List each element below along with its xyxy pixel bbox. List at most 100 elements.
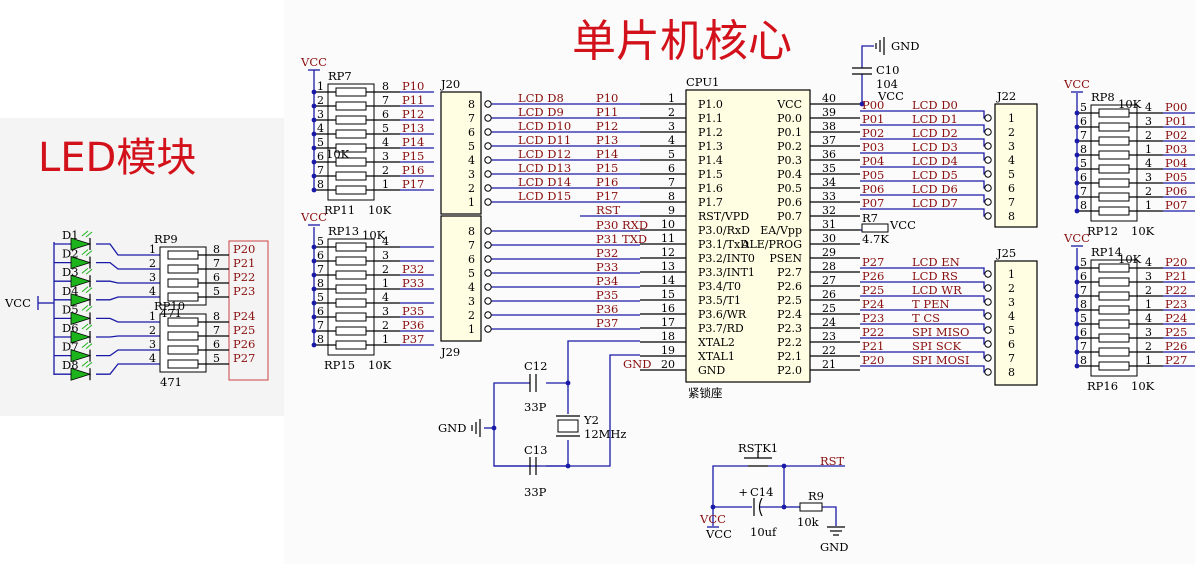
cpu-pin-name-18: XTAL2 — [698, 336, 735, 349]
j29-pin-7: 7 — [468, 239, 475, 252]
rp8-lpin-5: 6 — [1080, 171, 1087, 184]
rp8-lpin-7: 8 — [1080, 199, 1087, 212]
rp7-resistor-1 — [335, 101, 367, 111]
rp10-resistor-1 — [167, 331, 199, 341]
p0-net-label-0: P00 — [862, 98, 884, 112]
j29-pin-ring-2 — [484, 311, 492, 319]
rp13-net-2: P32 — [402, 262, 424, 276]
r7-vcc-label: VCC — [889, 218, 916, 232]
led-ray-a-0 — [81, 230, 89, 237]
reset-junction-c — [781, 504, 787, 510]
rp13-junction-0 — [311, 244, 317, 250]
p3-net-label-3: P33 — [596, 260, 618, 274]
j25-net-label-5: SPI MISO — [912, 325, 969, 339]
rp14-lpin-7: 8 — [1080, 354, 1087, 367]
cpu-pin-name-1: P1.0 — [698, 98, 723, 111]
rp7-rpin-2: 6 — [382, 108, 389, 121]
rp8-resistor-5 — [1098, 178, 1130, 188]
c10-ref: C10 — [876, 63, 899, 77]
cpu-pin-num-14: 14 — [661, 274, 675, 287]
rp10-lpin-3: 4 — [149, 352, 156, 365]
cpu-pin-num-38: 38 — [822, 120, 836, 133]
cpu-pin-name-34: P0.5 — [777, 182, 802, 195]
j20-net-label-1: LCD D9 — [518, 105, 564, 119]
rp9-net-2: P22 — [233, 270, 255, 284]
cpu-pin-num-37: 37 — [822, 134, 836, 147]
j22-pin-6: 6 — [1008, 182, 1015, 195]
cpu-pin-name-36: P0.3 — [777, 154, 802, 167]
rp10-net-3: P27 — [233, 351, 255, 365]
rp8-resistor-7 — [1098, 206, 1130, 216]
j25-pin-8: 8 — [1008, 366, 1015, 379]
p1-net-label-3: P13 — [596, 133, 618, 147]
cpu-pin-num-30: 30 — [822, 232, 836, 245]
j25-pin-ring-3 — [984, 298, 992, 306]
rp9-rpin-3: 5 — [213, 285, 220, 298]
rp9-rpin-2: 6 — [213, 271, 220, 284]
cpu-pin-num-20: 20 — [661, 358, 675, 371]
rp10-led-wire-3 — [96, 363, 168, 375]
rp7-lpin-0: 1 — [317, 80, 324, 93]
rp10-led-wire-2 — [96, 349, 168, 357]
led-ray-a-4 — [81, 305, 89, 311]
cpu-pin-num-8: 8 — [668, 190, 675, 203]
j20-body — [440, 91, 482, 215]
cpu-pin-num-6: 6 — [668, 162, 675, 175]
r9-right-wire — [822, 506, 837, 526]
rp7-rpin-6: 2 — [382, 164, 389, 177]
reset-junction-b — [781, 463, 787, 469]
p3-net-label-2: P32 — [596, 246, 618, 260]
j20-pin-3: 3 — [468, 168, 475, 181]
cpu-pin-num-16: 16 — [661, 302, 675, 315]
rp8-junction-2 — [1074, 138, 1080, 144]
rp13-resistor-2 — [335, 270, 367, 280]
cpu-pin-name-13: P3.3/INT1 — [698, 266, 755, 279]
cpu-pin-name-5: P1.4 — [698, 154, 723, 167]
rp13-net-6: P36 — [402, 318, 424, 332]
led-ray-b-6 — [85, 343, 93, 349]
j22-ref: J22 — [996, 89, 1016, 103]
j22-pin-ring-3 — [984, 142, 992, 150]
led-ray-a-7 — [81, 360, 89, 367]
cpu-pin-num-22: 22 — [822, 344, 836, 357]
c14-plate-b — [758, 497, 763, 517]
cpu-pin-num-7: 7 — [668, 176, 675, 189]
rp8-rpin-7: 1 — [1145, 199, 1152, 212]
rp7-junction-3 — [311, 131, 317, 137]
rp14-lpin-0: 5 — [1080, 256, 1087, 269]
rp13-rpin-4: 4 — [382, 291, 389, 304]
rp13-rpin-7: 1 — [382, 333, 389, 346]
reset-junction-a — [710, 504, 716, 510]
rp10-rpin-2: 6 — [213, 338, 220, 351]
j29-pin-3: 3 — [468, 295, 475, 308]
xtal2-wire — [567, 340, 640, 383]
reset-vcc-label: VCC — [699, 512, 726, 526]
led-ray-b-5 — [85, 324, 93, 331]
cpu-pin-name-31: EA/Vpp — [760, 224, 802, 237]
titles: 单片机核心 LED模块 — [38, 16, 792, 181]
led-ref-4: D5 — [62, 302, 79, 316]
rp13-junction-4 — [311, 300, 317, 306]
rp9-net-3: P23 — [233, 284, 255, 298]
rp7-body — [327, 83, 375, 201]
rp7-net-0: P10 — [402, 79, 424, 93]
rp7-lpin-2: 3 — [317, 108, 324, 121]
cpu-pin-num-1: 1 — [668, 92, 675, 105]
crystal-gnd-label: GND — [438, 421, 466, 435]
cpu-pin-name-6: P1.5 — [698, 168, 723, 181]
j22-pin-8: 8 — [1008, 210, 1015, 223]
cpu-pin-num-18: 18 — [661, 330, 675, 343]
cpu-pin-num-23: 23 — [822, 330, 836, 343]
rp14-junction-5 — [1074, 335, 1080, 341]
rp10-led-wire-1 — [96, 335, 168, 338]
rp9-val: 471 — [160, 306, 182, 320]
rp7-resistor-0 — [335, 87, 367, 97]
j20-net-label-5: LCD D13 — [518, 161, 571, 175]
p2-net-label-3: P24 — [862, 297, 884, 311]
rp14-net-0: P20 — [1165, 255, 1187, 269]
rp14-rpin-3: 1 — [1145, 298, 1152, 311]
rp7-net-1: P11 — [402, 93, 424, 107]
rp7-lpin-1: 2 — [317, 94, 324, 107]
rp14-rpin-5: 3 — [1145, 326, 1152, 339]
rp13-junction-2 — [311, 272, 317, 278]
